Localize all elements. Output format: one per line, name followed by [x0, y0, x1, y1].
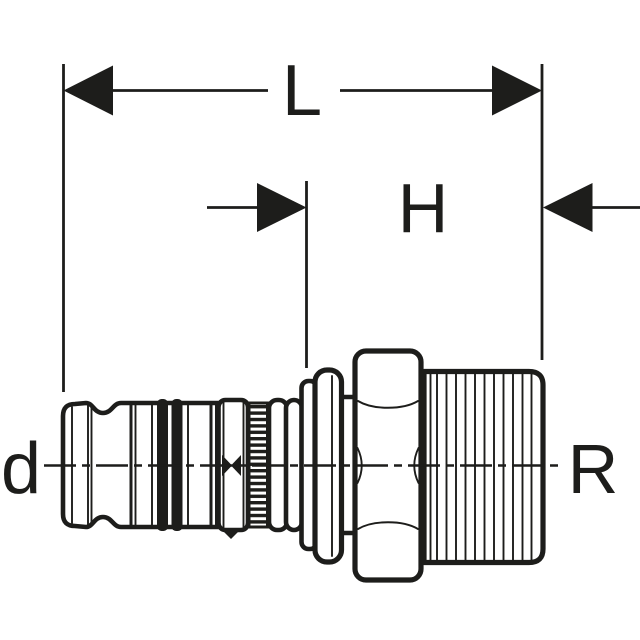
threaded-end [421, 368, 546, 566]
label-male-thread: R [568, 430, 619, 508]
dimension-L: L [62, 51, 544, 392]
label-pipe-side-diameter: d [1, 429, 41, 509]
fitting-drawing [60, 348, 546, 583]
label-thread-section-length: H [398, 169, 449, 247]
indicator-sleeve [216, 397, 251, 539]
thread-lines [429, 373, 533, 561]
arrowhead-left-icon [63, 65, 113, 116]
arrowhead-left-icon [257, 183, 307, 232]
bottom-notch [221, 529, 241, 539]
label-overall-length: L [282, 51, 322, 131]
arrowhead-right-icon [543, 183, 593, 232]
arrowhead-right-icon [492, 65, 542, 116]
dimension-H: H [207, 169, 640, 368]
